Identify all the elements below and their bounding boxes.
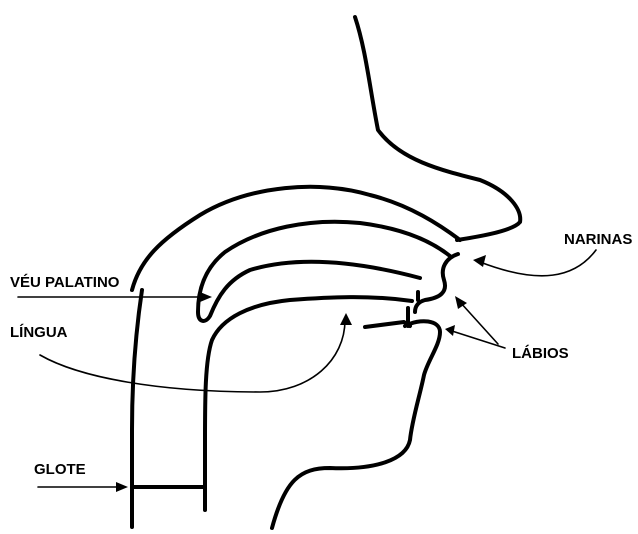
label-glote: GLOTE [34,461,86,478]
narinas-pointer [480,250,596,276]
tongue-surface [205,297,412,440]
lingua-arrowhead [340,313,352,325]
pharynx-posterior-wall [132,290,142,527]
hard-palate [198,222,450,321]
labios-arrowhead-lower [445,325,455,336]
label-labios: LÁBIOS [512,345,569,362]
labios-pointer-lower [452,331,505,348]
labios-pointer-upper [460,302,498,344]
lingua-pointer [40,320,345,392]
upper-lip [415,254,458,312]
lower-lip-chin [272,321,440,528]
narinas-arrowhead [473,255,486,267]
nose-profile [355,17,520,240]
label-narinas: NARINAS [564,231,632,248]
label-veu-palatino: VÉU PALATINO [10,274,120,291]
veu-palatino-arrowhead [200,292,212,302]
glote-arrowhead [116,482,128,492]
label-lingua: LÍNGUA [10,324,68,341]
